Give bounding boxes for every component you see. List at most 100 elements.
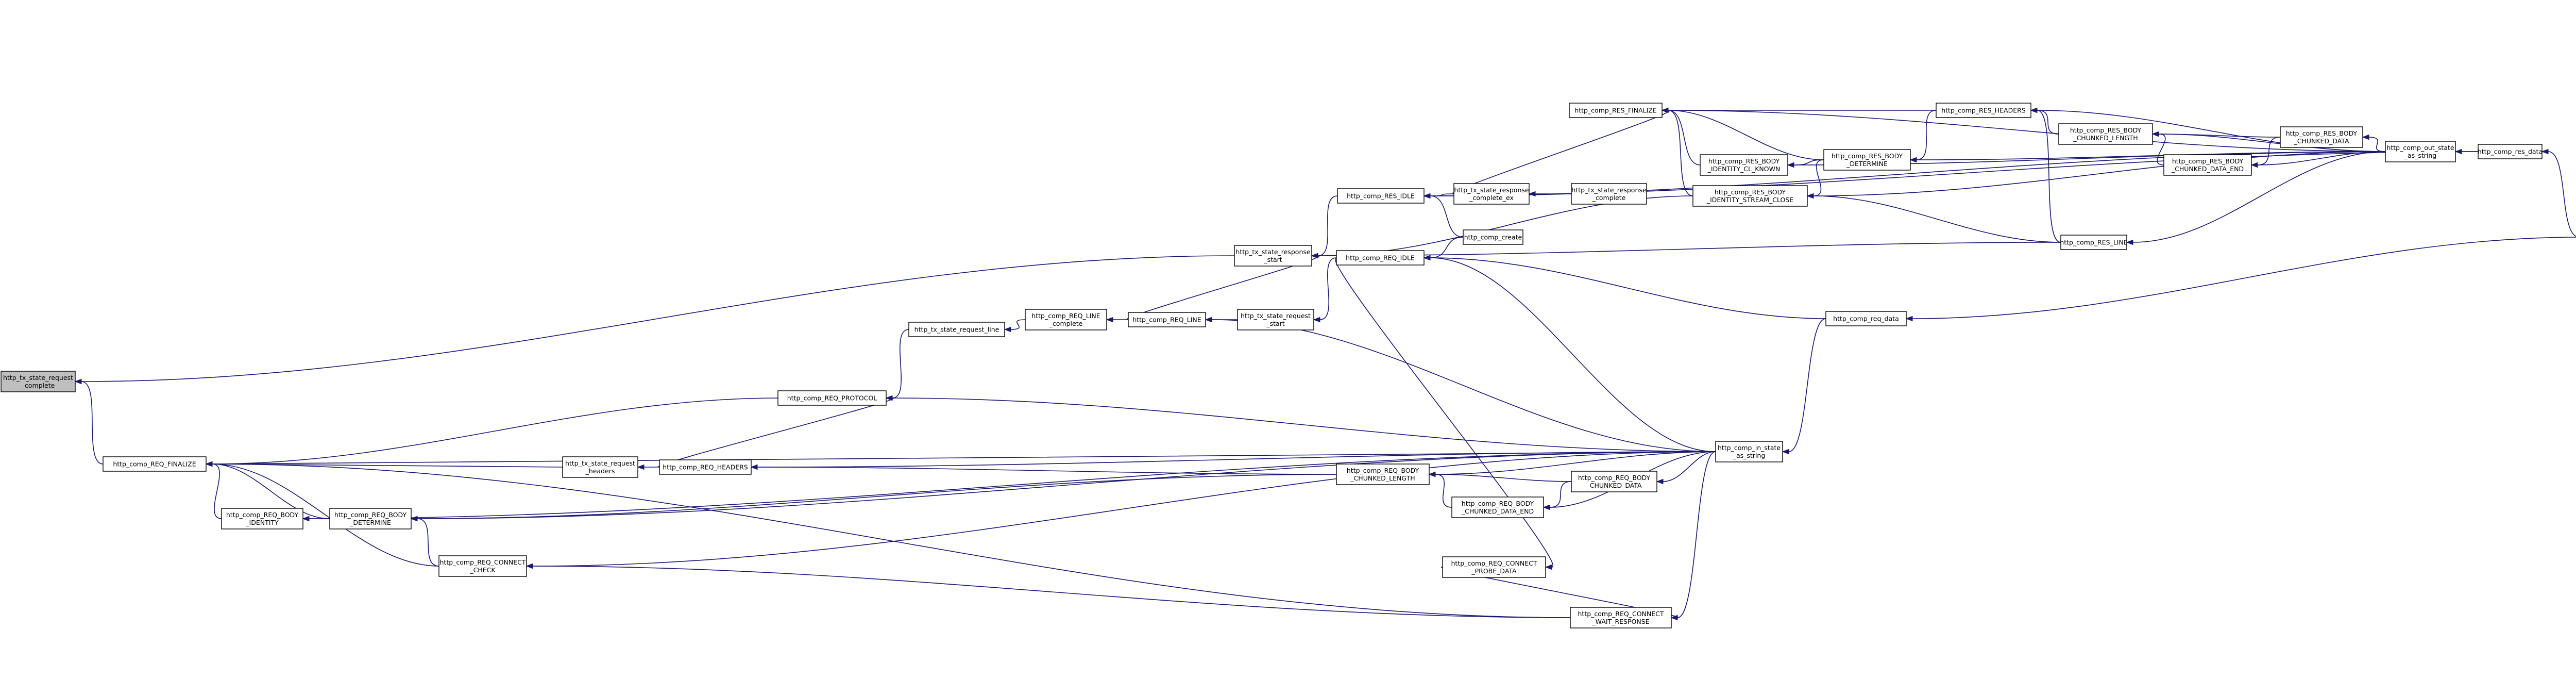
node-http-tx-state-response-complete[interactable]: http_tx_state_response_complete (1571, 183, 1647, 205)
node-box (562, 456, 638, 478)
node-http-comp-req-line-complete[interactable]: http_comp_REQ_LINE_complete (1025, 309, 1107, 330)
node-http-comp-res-headers[interactable]: http_comp_RES_HEADERS (1936, 103, 2031, 118)
node-label: http_comp_req_data (1833, 315, 1899, 323)
edge-n22-to-n1 (205, 461, 1571, 618)
node-http-comp-res-body-determine[interactable]: http_comp_RES_BODY_DETERMINE (1823, 149, 1911, 171)
arrowhead-icon (205, 461, 213, 467)
edge-n20-to-n18 (1428, 471, 1572, 482)
node-http-comp-req-body-chunked-length[interactable]: http_comp_REQ_BODY_CHUNKED_LENGTH (1336, 463, 1430, 485)
edge-n1-to-n0 (74, 378, 104, 465)
node-http-comp-res-body-chunked-data-end[interactable]: http_comp_RES_BODY_CHUNKED_DATA_END (2163, 154, 2252, 176)
node-http-comp-req-body-determine[interactable]: http_comp_REQ_BODY_DETERMINE (329, 508, 412, 529)
edge-n34-to-n25 (1661, 107, 2386, 152)
node-http-comp-res-body-chunked-length[interactable]: http_comp_RES_BODY_CHUNKED_LENGTH (2058, 123, 2153, 145)
node-label: http_comp_REQ_BODY (1578, 474, 1651, 482)
node-label: _complete (1049, 320, 1083, 327)
arrowhead-icon (1782, 449, 1789, 455)
edge-n23-to-n20 (1656, 451, 1716, 485)
node-http-comp-req-line[interactable]: http_comp_REQ_LINE (1128, 312, 1206, 327)
edge-n23-to-n7 (885, 395, 1716, 452)
node-label: _WAIT_RESPONSE (1591, 618, 1649, 625)
node-label: _start (1263, 256, 1282, 263)
edge-n34-to-n30 (2126, 151, 2386, 245)
node-http-tx-state-request-headers[interactable]: http_tx_state_request_headers (562, 456, 638, 478)
node-label: _IDENTITY_CL_KNOWN (1707, 165, 1781, 173)
edge-n23-to-n22 (1670, 451, 1716, 621)
node-http-comp-res-body-identity-cl-known[interactable]: http_comp_RES_BODY_IDENTITY_CL_KNOWN (1700, 154, 1788, 176)
node-box (1571, 183, 1647, 205)
node-label: http_comp_REQ_CONNECT (440, 558, 526, 566)
node-http-comp-res-body-identity-stream-close[interactable]: http_comp_RES_BODY_IDENTITY_STREAM_CLOSE (1692, 185, 1808, 207)
arrowhead-icon (1545, 564, 1552, 570)
arrowhead-icon (1004, 326, 1011, 333)
node-label: http_comp_REQ_BODY (1347, 467, 1419, 474)
node-http-tx-state-response-complete-ex[interactable]: http_tx_state_response_complete_ex (1453, 183, 1530, 205)
node-http-comp-res-body-chunked-data[interactable]: http_comp_RES_BODY_CHUNKED_DATA (2280, 126, 2363, 148)
node-http-comp-req-protocol[interactable]: http_comp_REQ_PROTOCOL (777, 390, 887, 406)
node-http-comp-res-idle[interactable]: http_comp_RES_IDLE (1337, 188, 1425, 204)
edge-n28-to-n25 (1661, 107, 1824, 160)
node-http-comp-req-body-identity[interactable]: http_comp_REQ_BODY_IDENTITY (221, 508, 303, 529)
node-http-comp-req-finalize[interactable]: http_comp_REQ_FINALIZE (103, 456, 207, 472)
node-label: http_comp_REQ_BODY (1462, 500, 1534, 507)
node-http-comp-req-headers[interactable]: http_comp_REQ_HEADERS (659, 459, 752, 475)
node-http-comp-req-idle[interactable]: http_comp_REQ_IDLE (1336, 250, 1425, 266)
node-http-comp-req-body-chunked-data-end[interactable]: http_comp_REQ_BODY_CHUNKED_DATA_END (1451, 496, 1544, 518)
node-http-comp-req-body-chunked-data[interactable]: http_comp_REQ_BODY_CHUNKED_DATA (1571, 471, 1657, 492)
node-box (2060, 235, 2127, 250)
node-box (1700, 154, 1788, 176)
node-label: http_comp_RES_BODY (1832, 152, 1903, 160)
node-http-comp-in-state-as-string[interactable]: http_comp_in_state_as_string (1715, 441, 1783, 462)
edge-n36-to-n24 (1905, 237, 2576, 322)
node-box (2478, 144, 2543, 159)
node-box (1336, 250, 1425, 266)
node-box (2163, 154, 2252, 176)
edge-n24-to-n13 (1423, 255, 1826, 319)
node-http-comp-req-connect-wait-response[interactable]: http_comp_REQ_CONNECT_WAIT_RESPONSE (1570, 607, 1672, 628)
node-http-comp-req-data[interactable]: http_comp_req_data (1825, 311, 1907, 326)
node-label: http_comp_REQ_LINE (1132, 316, 1201, 324)
node-http-comp-req-connect-probe-data[interactable]: http_comp_REQ_CONNECT_PROBE_DATA (1442, 556, 1546, 578)
node-label: http_comp_REQ_BODY (334, 511, 407, 519)
node-label: http_tx_state_request (3, 374, 73, 382)
node-box (1336, 463, 1430, 485)
node-box (1025, 309, 1107, 330)
node-box (2058, 123, 2153, 145)
node-label: http_comp_RES_BODY (2172, 157, 2244, 165)
edge-n23-to-n3 (410, 451, 1716, 522)
node-box (1337, 188, 1425, 204)
arrowhead-icon (410, 516, 418, 522)
node-box (1571, 471, 1657, 492)
node-http-comp-create[interactable]: http_comp_create (1463, 229, 1523, 245)
arrowhead-icon (2151, 131, 2159, 137)
node-http-comp-res-line[interactable]: http_comp_RES_LINE (2060, 235, 2128, 250)
node-label: http_comp_REQ_CONNECT (1451, 559, 1537, 567)
node-label: http_comp_REQ_CONNECT (1578, 610, 1664, 618)
node-http-comp-res-data[interactable]: http_comp_res_data (2478, 144, 2543, 159)
node-label: _complete (21, 382, 55, 389)
node-http-comp-out-state-as-string[interactable]: http_comp_out_state_as_string (2385, 141, 2456, 162)
arrowhead-icon (1661, 107, 1669, 113)
node-box (2385, 141, 2456, 162)
node-http-tx-state-response-start[interactable]: http_tx_state_response_start (1234, 245, 1312, 267)
edge-n6-to-n7 (658, 395, 894, 468)
node-label: http_comp_out_state (2386, 144, 2454, 152)
node-label: http_comp_RES_BODY (2070, 126, 2142, 134)
arrowhead-icon (1205, 317, 1212, 323)
node-label: _complete_ex (1469, 194, 1514, 202)
node-http-tx-state-request-line[interactable]: http_tx_state_request_line (908, 322, 1005, 337)
node-http-tx-state-request-complete[interactable]: http_tx_state_request_complete (1, 371, 76, 392)
edge-n10-to-n9 (1106, 317, 1128, 323)
arrowhead-icon (1905, 316, 1913, 322)
edge-n34-to-n27 (1806, 151, 2386, 199)
node-http-comp-res-finalize[interactable]: http_comp_RES_FINALIZE (1569, 103, 1663, 118)
node-http-tx-state-request-start[interactable]: http_tx_state_request_start (1237, 309, 1314, 330)
edge-n18-to-n6 (750, 464, 1337, 475)
node-label: http_tx_state_request (565, 459, 635, 467)
node-http-comp-req-connect-check[interactable]: http_comp_REQ_CONNECT_CHECK (438, 555, 527, 577)
node-box (1451, 496, 1544, 518)
edge-n27-to-n25 (1661, 107, 1693, 196)
edge-n23-to-n13 (1423, 255, 1716, 452)
node-box (438, 555, 527, 577)
arrowhead-icon (1313, 317, 1320, 323)
